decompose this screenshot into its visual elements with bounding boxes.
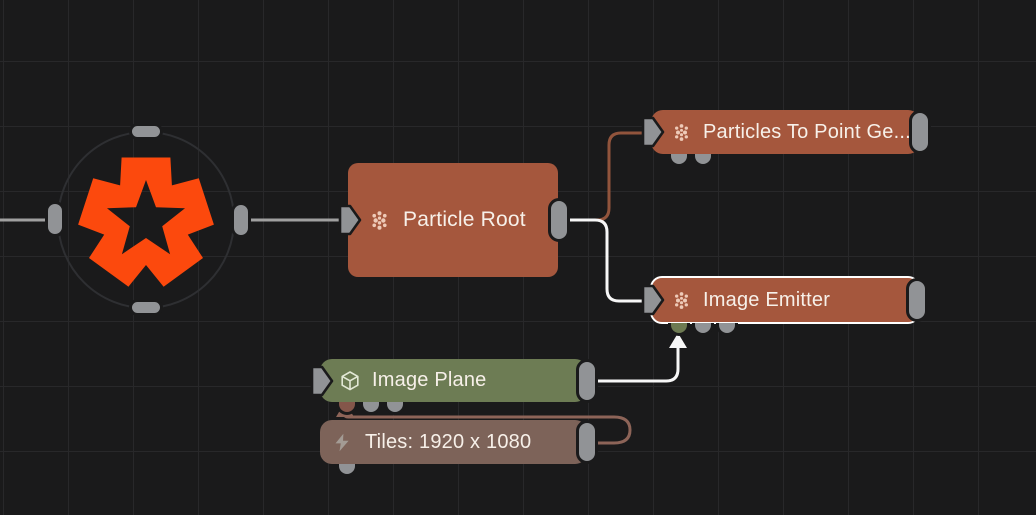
input-port-arrow[interactable]: [337, 202, 363, 238]
node-particle-root[interactable]: Particle Root: [338, 163, 570, 277]
hub-port-top[interactable]: [129, 123, 163, 140]
output-port-pill[interactable]: [906, 278, 928, 322]
node-label: Tiles: 1920 x 1080: [365, 430, 532, 453]
hub-port-left[interactable]: [45, 201, 65, 237]
input-port-arrow[interactable]: [309, 363, 335, 399]
node-label: Particle Root: [403, 208, 526, 231]
node-label: Image Plane: [372, 369, 487, 391]
output-port-pill[interactable]: [548, 198, 570, 242]
wire-particle-root-to-particles-to-point[interactable]: [564, 131, 644, 222]
particles-icon: [671, 122, 692, 143]
bottom-port-tab[interactable]: [692, 323, 714, 336]
bottom-port-tab[interactable]: [716, 323, 738, 336]
bottom-port-tab-connected[interactable]: [668, 323, 690, 336]
cube-icon: [338, 369, 362, 393]
hub-port-right[interactable]: [231, 202, 251, 238]
hub-port-bottom[interactable]: [129, 299, 163, 316]
hub-node[interactable]: [0, 0, 300, 440]
bottom-port-tab[interactable]: [360, 402, 382, 415]
node-image-plane[interactable]: Image Plane: [310, 359, 598, 415]
flow-arrow-up-icon: [669, 333, 687, 348]
output-port-pill[interactable]: [576, 420, 598, 464]
input-port-arrow[interactable]: [640, 282, 666, 318]
output-port-pill[interactable]: [576, 359, 598, 403]
star-logo-icon: [78, 157, 214, 287]
input-port-arrow[interactable]: [640, 114, 666, 150]
bolt-icon: [332, 432, 353, 453]
node-tiles[interactable]: Tiles: 1920 x 1080: [320, 420, 598, 477]
bottom-port-tab[interactable]: [384, 402, 406, 415]
wire-image-plane-to-image-emitter[interactable]: [595, 347, 680, 383]
bottom-port-tab[interactable]: [668, 154, 690, 167]
node-label: Image Emitter: [703, 288, 831, 311]
bottom-port-tab-connected[interactable]: [336, 402, 358, 415]
bottom-port-tab[interactable]: [336, 464, 358, 477]
node-label: Particles To Point Ge...: [703, 120, 911, 143]
node-image-emitter[interactable]: Image Emitter: [641, 276, 928, 336]
wire-particle-root-to-image-emitter[interactable]: [564, 218, 642, 303]
output-port-pill[interactable]: [909, 110, 931, 154]
particles-icon: [671, 290, 692, 311]
node-particles-to-point[interactable]: Particles To Point Ge...: [641, 110, 931, 167]
bottom-port-tab[interactable]: [692, 154, 714, 167]
particles-icon: [368, 209, 391, 232]
